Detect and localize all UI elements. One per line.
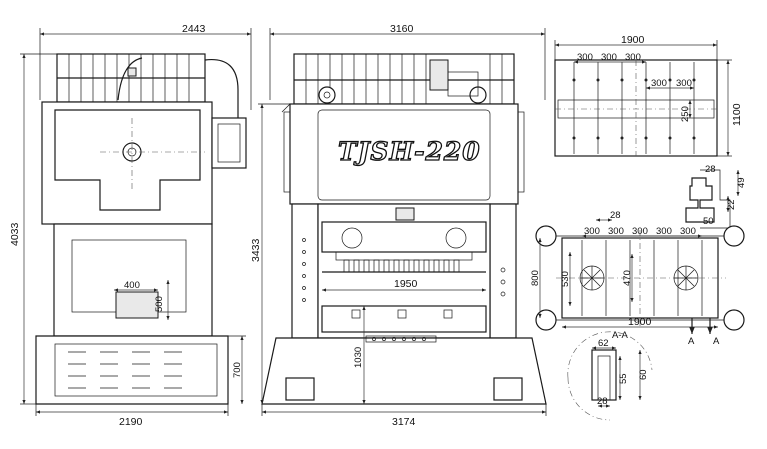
bolster-corner-tr (723, 225, 745, 247)
right-knockout (673, 265, 699, 291)
bolster-height-label: 800 (530, 270, 541, 286)
side-base (35, 335, 229, 405)
side-base-depth-label: 2190 (119, 416, 143, 428)
section-label: A-A (612, 330, 629, 341)
section-top-label: 62 (598, 338, 609, 349)
slide-pitch-d: 300 (651, 78, 667, 89)
t-slot-width-label: 22 (726, 199, 737, 210)
section-arrow-left: A (688, 336, 695, 347)
section-bottom-label: 28 (597, 396, 608, 407)
front-width-label: 3160 (390, 23, 414, 35)
bolster-offset-label: 28 (610, 210, 621, 221)
bolster-pitch-2: 300 (608, 226, 624, 237)
t-slot-bottom-label: 50 (703, 216, 714, 227)
bolster-corner-tl (535, 225, 557, 247)
front-bed-width-label: 1950 (394, 278, 418, 290)
front-left-foot (285, 377, 315, 401)
t-slot-detail: 28 49 22 50 (685, 164, 747, 229)
front-die-height-label: 1030 (353, 347, 364, 368)
section-depth-a-label: 55 (618, 373, 629, 384)
front-base-width-label: 3174 (392, 416, 416, 428)
slide-plan: 1900 300 300 300 300 300 250 1100 (554, 34, 743, 157)
slide-plan-width-label: 1900 (621, 34, 645, 46)
front-slide (321, 221, 487, 253)
model-logo: TJSH-220 (338, 137, 481, 166)
slide-slot-label: 250 (680, 106, 691, 122)
section-slot-profile (591, 349, 617, 401)
front-height-label: 3433 (250, 238, 262, 262)
front-view: 3160 TJSH-220 1950 (250, 23, 547, 428)
bolster-pitch-3: 300 (632, 226, 648, 237)
slide-pitch-e: 300 (676, 78, 692, 89)
section-depth-b-label: 60 (638, 369, 649, 380)
slide-pitch-c: 300 (625, 52, 641, 63)
side-bolster (115, 291, 159, 319)
side-bolster-width-label: 400 (124, 280, 140, 291)
bolster-pitch-5: 300 (680, 226, 696, 237)
side-height-label: 4033 (9, 222, 21, 246)
t-slot-profile (685, 177, 715, 223)
side-motor-box (211, 117, 247, 169)
bolster-plan: 28 300 300 300 300 300 800 530 470 1900 … (530, 210, 745, 347)
slide-plan-height-label: 1100 (731, 103, 743, 126)
front-motor (429, 59, 449, 91)
bolster-corner-br (723, 309, 745, 331)
slide-pitch-a: 300 (577, 52, 593, 63)
side-crown (41, 101, 213, 225)
bolster-inner-b-label: 470 (622, 270, 633, 286)
front-left-column (291, 203, 319, 339)
side-bolster-height-label: 500 (154, 296, 165, 312)
section-arrow-right: A (713, 336, 720, 347)
front-right-foot (493, 377, 523, 401)
left-knockout (579, 265, 605, 291)
side-base-height-label: 700 (232, 362, 243, 378)
bolster-corner-bl (535, 309, 557, 331)
t-slot-depth-label: 49 (736, 177, 747, 188)
bolster-inner-a-label: 530 (560, 271, 571, 287)
front-left-pulley (318, 86, 336, 104)
section-detail: 62 55 60 28 (567, 331, 653, 421)
front-right-column (489, 203, 517, 339)
bolster-width-label: 1900 (628, 316, 652, 328)
side-depth-label: 2443 (182, 23, 206, 35)
t-slot-top-label: 28 (705, 164, 716, 175)
side-view: 2443 400 500 4033 700 (9, 23, 252, 428)
slide-pitch-b: 300 (601, 52, 617, 63)
bolster-pitch-4: 300 (656, 226, 672, 237)
front-nameplate (395, 207, 415, 221)
bolster-pitch-1: 300 (584, 226, 600, 237)
